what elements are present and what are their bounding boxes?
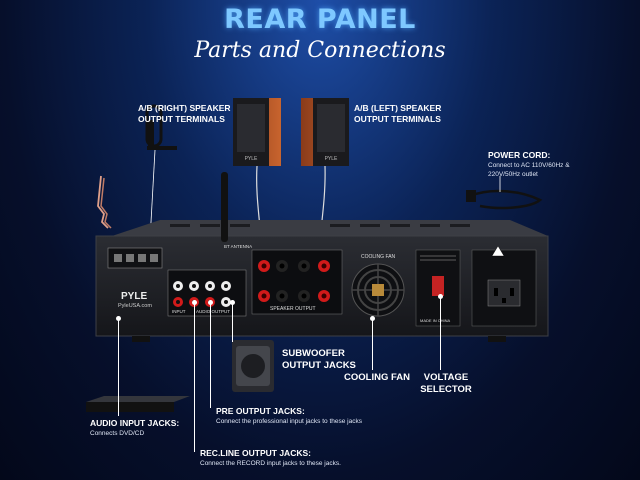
panel-speaker-output-label: SPEAKER OUTPUT [270, 306, 316, 312]
label-left-speaker: A/B (Left) SPEAKER OUTPUT TERMINALS [354, 103, 442, 124]
leader-voltage-selector [440, 296, 441, 370]
cooling-fan-image [351, 263, 405, 317]
panel-made-in-label: MADE IN CHINA [420, 318, 451, 323]
bt-antenna [221, 172, 228, 242]
pre-output-desc: Connect the professional input jacks to … [216, 418, 362, 425]
panel-audio-output-label: AUDIO OUTPUT [196, 309, 231, 314]
leader-voltage-selector-dot [438, 294, 443, 299]
rec-line-title: REC.LINE OUTPUT JACKS: [200, 448, 311, 458]
panel-input-label: INPUT [172, 309, 186, 314]
label-cooling-fan: COOLING FAN [344, 372, 410, 383]
label-right-speaker: A/B (Right) SPEAKER OUTPUT TERMINALS [138, 103, 231, 124]
leader-audio-input [118, 318, 119, 416]
panel-antenna-label: BT ANTENNA [224, 244, 253, 249]
left-speaker-image: PYLE [301, 98, 349, 166]
label-pre-output: PRE OUTPUT JACKS: Connect the profession… [216, 406, 436, 426]
power-cord-image [466, 176, 543, 210]
speaker-terminals [258, 260, 330, 302]
power-cord-title: POWER CORD: [488, 150, 551, 160]
fm-antenna-image [145, 104, 177, 241]
label-subwoofer: SUBWOOFER OUTPUT JACKS [282, 348, 356, 371]
leader-rec-line [194, 302, 195, 452]
subwoofer-image [232, 340, 274, 392]
label-rec-line: REC.LINE OUTPUT JACKS: Connect the RECOR… [200, 448, 420, 468]
pre-output-title: PRE OUTPUT JACKS: [216, 406, 305, 416]
voltage-switch [432, 276, 444, 296]
panel-brand: PYLE [121, 291, 148, 302]
page-subtitle: Parts and Connections [194, 38, 446, 63]
panel-website: PyleUSA.com [118, 303, 152, 309]
power-cord-desc: Connect to AC 110V/60Hz & 220V/50Hz outl… [488, 162, 570, 178]
leader-cooling-fan [372, 318, 373, 370]
right-speaker-image: PYLE [233, 98, 281, 166]
label-power-cord: POWER CORD: Connect to AC 110V/60Hz & 22… [488, 150, 598, 179]
am-wire-image [97, 175, 112, 229]
panel-cooling-fan-label: COOLING FAN [361, 254, 396, 260]
leader-audio-input-dot [116, 316, 121, 321]
svg-text:PYLE: PYLE [245, 156, 258, 162]
leader-pre-output [210, 302, 211, 408]
audio-input-title: AUDIO INPUT JACKS: [90, 418, 180, 428]
leader-pre-output-dot [208, 300, 213, 305]
rec-line-desc: Connect the RECORD input jacks to these … [200, 460, 341, 467]
leader-rec-line-dot [192, 300, 197, 305]
label-audio-input: AUDIO INPUT JACKS: Connects DVD/CD [90, 418, 200, 438]
page-title: REAR PANEL [224, 4, 416, 35]
leader-subwoofer [232, 302, 233, 342]
svg-text:PYLE: PYLE [325, 156, 338, 162]
leader-cooling-fan-dot [370, 316, 375, 321]
audio-input-desc: Connects DVD/CD [90, 430, 145, 437]
dvd-player-image [86, 396, 190, 412]
rca-jacks [173, 281, 231, 307]
label-voltage-selector: VOLTAGE SELECTOR [420, 372, 472, 395]
amplifier-chassis [95, 172, 549, 342]
leader-subwoofer-dot [230, 300, 235, 305]
